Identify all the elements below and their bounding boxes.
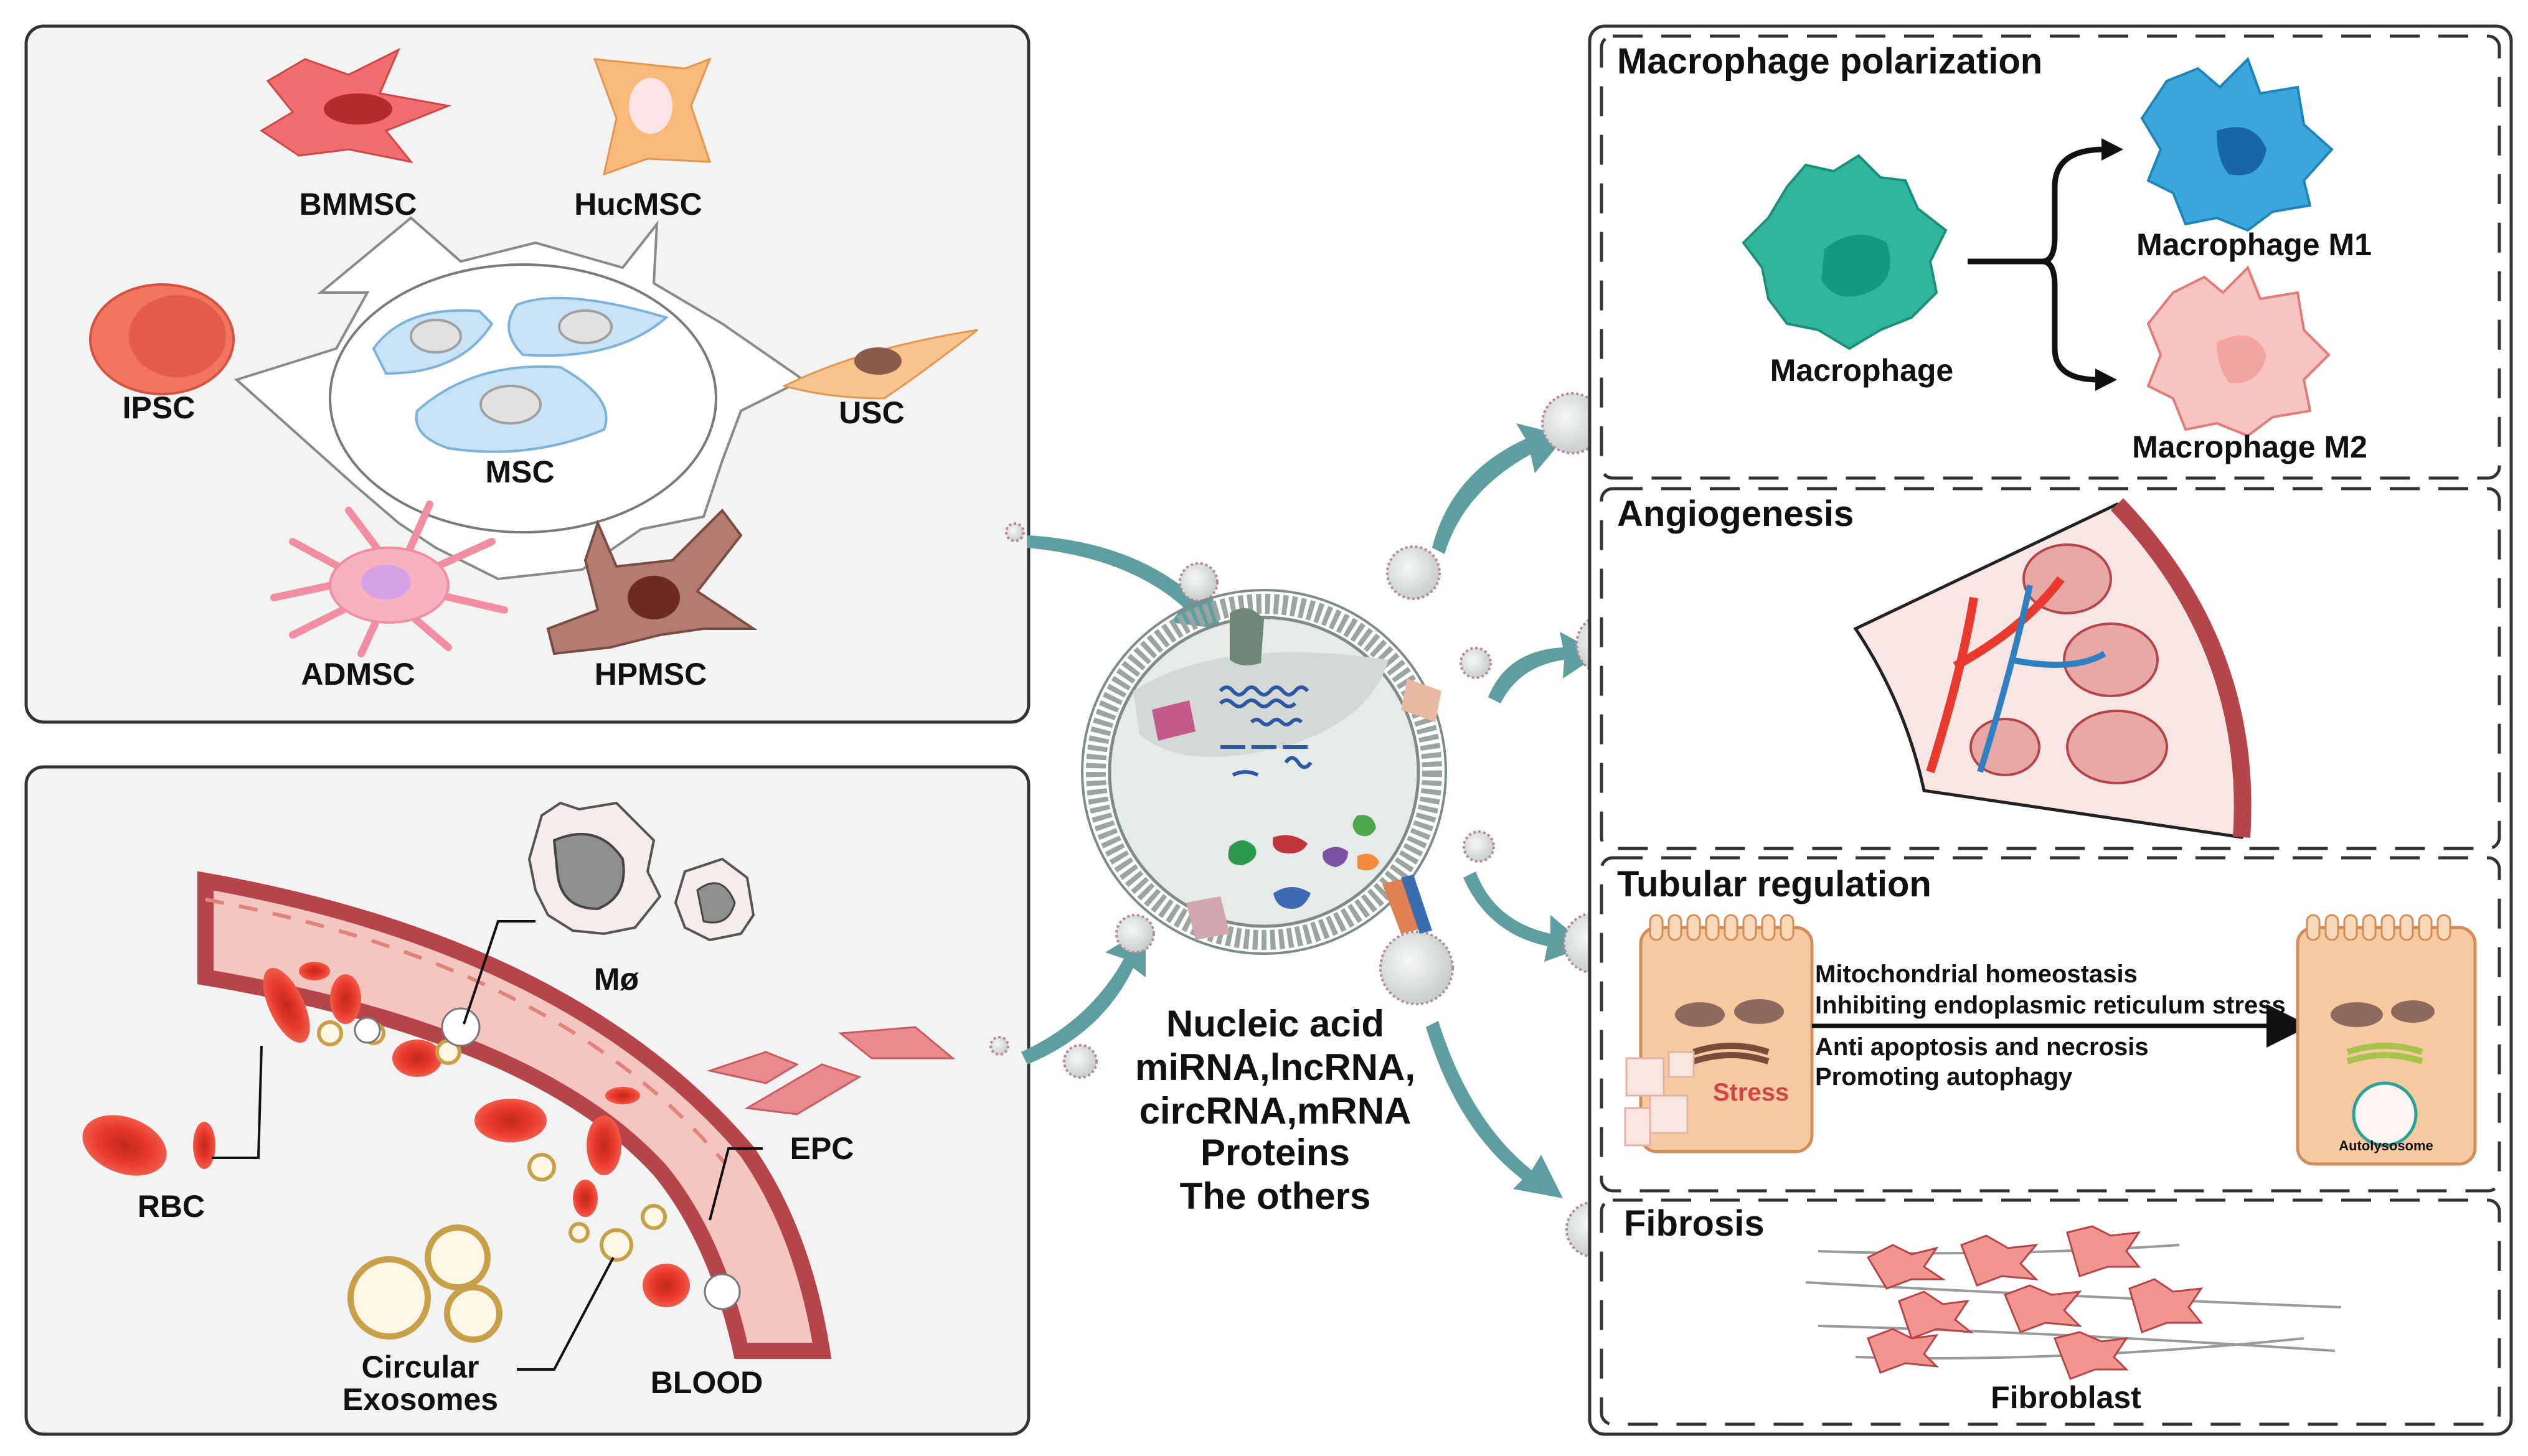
ipsc-label: IPSC [123, 390, 196, 425]
tubular-cell-healthy [2296, 914, 2477, 1166]
epc-cells [706, 1026, 956, 1115]
arrow-to-macrophage [1432, 423, 1566, 554]
mo-pointer [463, 920, 535, 1025]
bmmsc-label: BMMSC [299, 187, 417, 222]
bracket-arrow-up [2101, 138, 2123, 161]
cargo-line-4: Proteins [1200, 1132, 1350, 1173]
vessel-macrophages [354, 1007, 741, 1310]
macrophage-m2-label: Macrophage M2 [2132, 430, 2367, 464]
msc-label: MSC [485, 454, 554, 489]
macrophage-label: Macrophage [1770, 353, 1954, 388]
hpmsc-label: HPMSC [595, 657, 707, 692]
cargo-line-2: miRNA,lncRNA, [1135, 1046, 1415, 1088]
bracket-arrow-down [2095, 369, 2117, 391]
blood-label: BLOOD [651, 1365, 763, 1400]
autolysosome-label: Autolysosome [2339, 1138, 2433, 1153]
tubular-point-4: Promoting autophagy [1815, 1063, 2073, 1091]
arrow-to-fibrosis [1426, 1021, 1563, 1198]
admsc-label: ADMSC [301, 657, 415, 692]
cargo-line-5: The others [1180, 1175, 1371, 1217]
source-panel: MSC BMMSC HucMSC IPSC USC ADMSC HPMSC [24, 24, 1031, 724]
angiogenesis-title: Angiogenesis [1617, 494, 1854, 534]
circular-label-2: Exosomes [342, 1382, 498, 1417]
macrophage-mo-cells [527, 801, 755, 942]
polarization-bracket [1968, 146, 2105, 383]
usc-label: USC [839, 395, 905, 430]
tubular-subpanel [1600, 856, 2501, 1193]
rbc-label: RBC [138, 1189, 205, 1224]
membrane-proteins [1152, 608, 1441, 940]
fibroblast-label: Fibroblast [1991, 1380, 2141, 1415]
arrow-to-angiogenesis [1488, 632, 1600, 703]
macrophage-m1-label: Macrophage M1 [2136, 227, 2372, 262]
cargo-line-1: Nucleic acid [1166, 1003, 1384, 1045]
epc-label: EPC [790, 1131, 854, 1166]
macrophage-cell [1742, 154, 1948, 350]
rbc-pointer [212, 1045, 263, 1159]
tubular-point-3: Anti apoptosis and necrosis [1815, 1033, 2149, 1061]
tubular-cell-stressed [1624, 914, 1814, 1153]
epc-pointer [709, 1147, 763, 1221]
cargo-line-3: circRNA,mRNA [1139, 1090, 1412, 1132]
kidney-section [1853, 498, 2252, 839]
circular-pointer [517, 1257, 615, 1371]
macrophage-polarization-title: Macrophage polarization [1617, 41, 2042, 82]
angiogenesis-subpanel [1600, 487, 2501, 850]
blood-panel-frame [24, 765, 1031, 1436]
circular-label-1: Circular [362, 1350, 479, 1384]
circular-exosomes [347, 1224, 502, 1343]
protein-blobs [1228, 815, 1379, 909]
central-exosome [1081, 589, 1447, 955]
cargo-text: Nucleic acid miRNA,lncRNA, circRNA,mRNA … [1135, 1003, 1415, 1217]
macrophage-mo-label: Mø [594, 962, 639, 997]
macrophage-m1-cell [2140, 57, 2334, 232]
rbc-group [82, 962, 690, 1307]
stress-label: Stress [1713, 1079, 1789, 1106]
tubular-point-2: Inhibiting endoplasmic reticulum stress [1815, 992, 2286, 1019]
arrow-to-tubular [1463, 871, 1588, 962]
msc-cells [372, 296, 669, 453]
fibroblast-network [1805, 1225, 2342, 1380]
macrophage-m2-cell [2146, 265, 2331, 438]
blood-panel: Mø RBC EPC Circular Exosomes BLOOD [24, 765, 1031, 1436]
macrophage-subpanel [1600, 34, 2501, 480]
fibrosis-title: Fibrosis [1624, 1203, 1765, 1244]
tubular-regulation-title: Tubular regulation [1617, 864, 1931, 904]
tubular-point-1: Mitochondrial homeostasis [1815, 960, 2138, 988]
hucmsc-label: HucMSC [574, 187, 702, 222]
fibrosis-subpanel [1600, 1198, 2501, 1426]
nucleic-acid-strands [1219, 685, 1313, 777]
effects-panel: Macrophage polarization Macrophage Macro… [1588, 24, 2513, 1436]
